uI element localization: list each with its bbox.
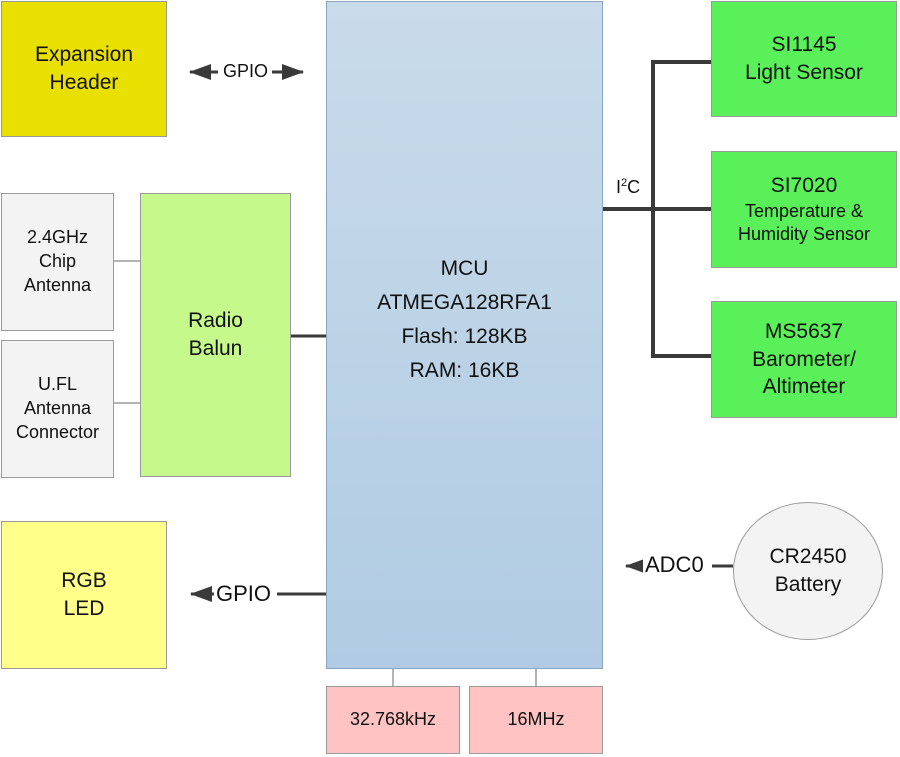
crystal-32khz-block: 32.768kHz (326, 686, 460, 754)
si1145-line-1: SI1145 (771, 33, 837, 57)
mcu-part-number: ATMEGA128RFA1 (377, 290, 552, 314)
radio-balun-line-2: Balun (188, 337, 243, 360)
ms5637-line-3: Altimeter (762, 375, 846, 399)
si1145-light-sensor-block: SI1145 Light Sensor (711, 1, 897, 117)
ms5637-line-2: Barometer/ (752, 347, 856, 371)
mcu-title: MCU (440, 256, 489, 280)
ms5637-barometer-block: MS5637 Barometer/ Altimeter (711, 301, 897, 418)
crystal-16mhz-label: 16MHz (507, 709, 565, 730)
si1145-line-2: Light Sensor (745, 61, 863, 84)
crystal-32khz-label: 32.768kHz (349, 709, 437, 730)
i2c-label-base: I (616, 177, 622, 197)
chip-antenna-line-3: Antenna (23, 274, 92, 295)
si7020-humidity-sensor-block: SI7020 Temperature & Humidity Sensor (711, 151, 897, 268)
chip-antenna-line-2: Chip (38, 251, 77, 272)
ufl-connector-block: U.FL Antenna Connector (1, 340, 114, 478)
rgb-led-block: RGB LED (1, 521, 167, 669)
crystal-16mhz-block: 16MHz (469, 686, 603, 754)
adc0-label: ADC0 (643, 552, 706, 577)
si7020-line-3: Humidity Sensor (737, 224, 871, 245)
radio-balun-block: Radio Balun (140, 193, 291, 477)
expansion-header-block: Expansion Header (1, 1, 167, 137)
mcu-ram: RAM: 16KB (409, 359, 520, 383)
rgb-led-line-1: RGB (61, 569, 107, 593)
chip-antenna-block: 2.4GHz Chip Antenna (1, 193, 114, 331)
mcu-block: MCU ATMEGA128RFA1 Flash: 128KB RAM: 16KB (326, 1, 603, 669)
rgb-led-line-2: LED (63, 597, 105, 620)
radio-balun-line-1: Radio (188, 309, 243, 333)
ufl-connector-line-1: U.FL (37, 374, 77, 395)
gpio-bottom-label: GPIO (214, 581, 274, 606)
expansion-header-line-1: Expansion (34, 43, 134, 67)
ms5637-line-1: MS5637 (764, 319, 844, 343)
i2c-label-superscript: 2 (621, 177, 628, 189)
battery-line-2: Battery (774, 573, 842, 596)
si7020-line-2: Temperature & (744, 200, 864, 221)
cr2450-battery-block: CR2450 Battery (733, 502, 883, 640)
si7020-line-1: SI7020 (770, 173, 838, 197)
chip-antenna-line-1: 2.4GHz (26, 227, 89, 248)
battery-line-1: CR2450 (769, 545, 847, 569)
gpio-top-label: GPIO (221, 61, 271, 81)
i2c-label-suffix: C (627, 177, 641, 197)
ufl-connector-line-3: Connector (15, 421, 100, 442)
mcu-flash: Flash: 128KB (401, 325, 528, 348)
expansion-header-line-2: Header (49, 71, 119, 94)
ufl-connector-line-2: Antenna (23, 398, 92, 419)
i2c-label: I2C (614, 177, 642, 197)
